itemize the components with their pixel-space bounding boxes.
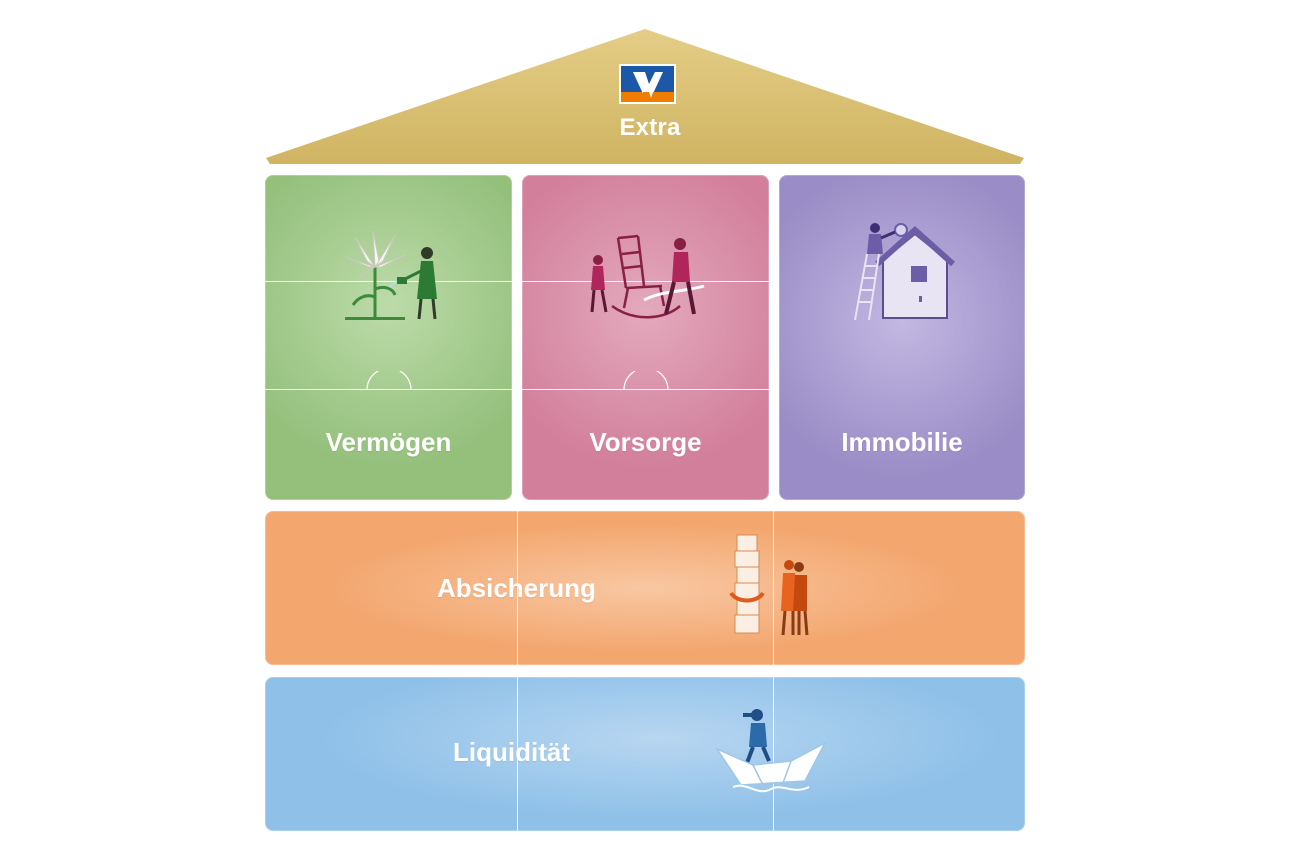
band-label-absicherung: Absicherung	[437, 573, 596, 603]
volksbank-logo-icon	[619, 64, 676, 104]
puzzle-knob	[366, 371, 412, 391]
pillar-label-vermoegen: Vermögen	[325, 427, 452, 457]
roof-label: Extra	[619, 114, 681, 141]
band-liquiditaet[interactable]: Liquidität	[265, 677, 1025, 831]
plant-watering-icon	[335, 227, 445, 322]
rocking-chair-icon	[584, 230, 714, 320]
paper-boat-icon	[713, 705, 829, 797]
protection-column-icon	[727, 531, 817, 641]
band-label-liquiditaet: Liquidität	[453, 737, 570, 767]
house-icon	[849, 220, 959, 326]
pillar-immobilie[interactable]: Immobilie	[779, 175, 1025, 500]
pillar-label-vorsorge: Vorsorge	[589, 427, 702, 457]
band-absicherung[interactable]: Absicherung	[265, 511, 1025, 665]
pillar-vermoegen[interactable]: Vermögen	[265, 175, 512, 500]
puzzle-knob	[623, 371, 669, 391]
pillar-label-immobilie: Immobilie	[841, 427, 963, 457]
pillar-vorsorge[interactable]: Vorsorge	[522, 175, 769, 500]
